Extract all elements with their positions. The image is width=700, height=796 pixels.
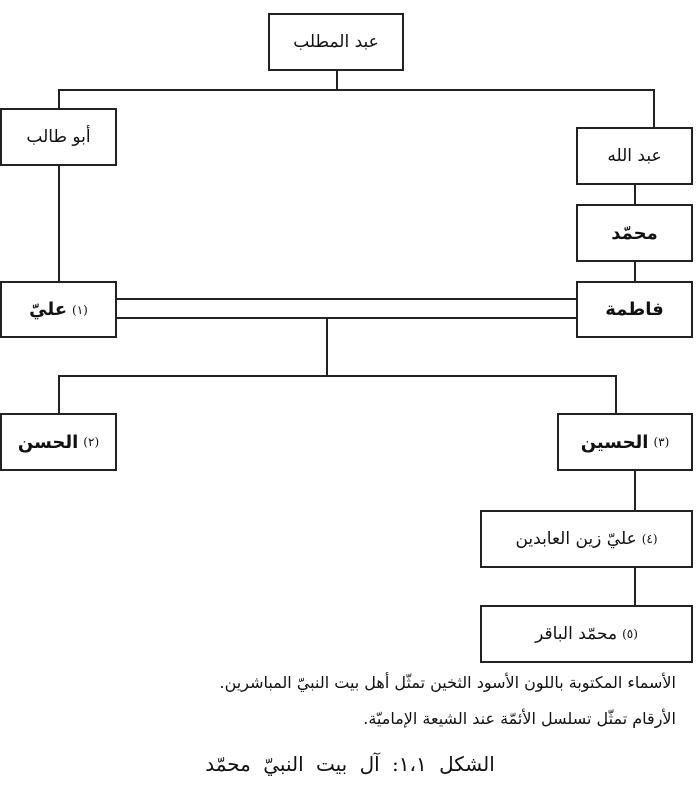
imam-number: (١) [72,302,88,317]
imam-number: (٥) [622,627,638,641]
connector [58,375,616,377]
imam-number: (٣) [653,435,670,449]
node-husayn: (٣) الحسين [557,413,693,471]
marriage-line [116,298,578,300]
figure-caption: الشكل ١،١: آل بيت النبيّ محمّد [205,752,495,776]
imam-number: (٤) [641,532,658,546]
connector [58,166,60,282]
connector [58,89,60,109]
node-name: أبو طالب [26,127,91,147]
node-abu-talib: أبو طالب [0,108,117,166]
node-abd-allah: عبد الله [576,127,693,185]
node-name: محمّد الباقر [535,624,618,644]
node-name: محمّد [611,222,658,244]
connector [336,70,338,90]
marriage-line [116,317,578,319]
node-abd-al-muttalib: عبد المطلب [268,13,404,71]
imam-number: (٢) [83,435,100,449]
connector [58,89,654,91]
node-name: الحسين [580,431,649,453]
node-ali: (١) عليّ [0,281,117,338]
connector [653,89,655,128]
node-fatima: فاطمة [576,281,693,338]
legend-note: الأرقام تمثّل تسلسل الأئمّة عند الشيعة ا… [363,709,676,728]
node-name: فاطمة [605,299,664,320]
legend-note: الأسماء المكتوبة باللون الأسود الثخين تم… [219,673,676,692]
node-muhammad: محمّد [576,204,693,262]
node-name: عليّ [29,299,68,320]
connector [58,375,60,414]
node-hasan: (٢) الحسن [0,413,117,471]
node-name: عليّ زين العابدين [515,529,637,549]
connector [634,261,636,282]
connector [615,375,617,414]
node-al-baqir: (٥) محمّد الباقر [480,605,693,663]
connector [634,471,636,511]
node-name: عبد الله [607,146,662,166]
connector [634,567,636,606]
connector [326,318,328,376]
node-name: الحسن [17,431,79,453]
connector [634,184,636,205]
node-name: عبد المطلب [293,32,379,52]
node-zayn-al-abidin: (٤) عليّ زين العابدين [480,510,693,568]
